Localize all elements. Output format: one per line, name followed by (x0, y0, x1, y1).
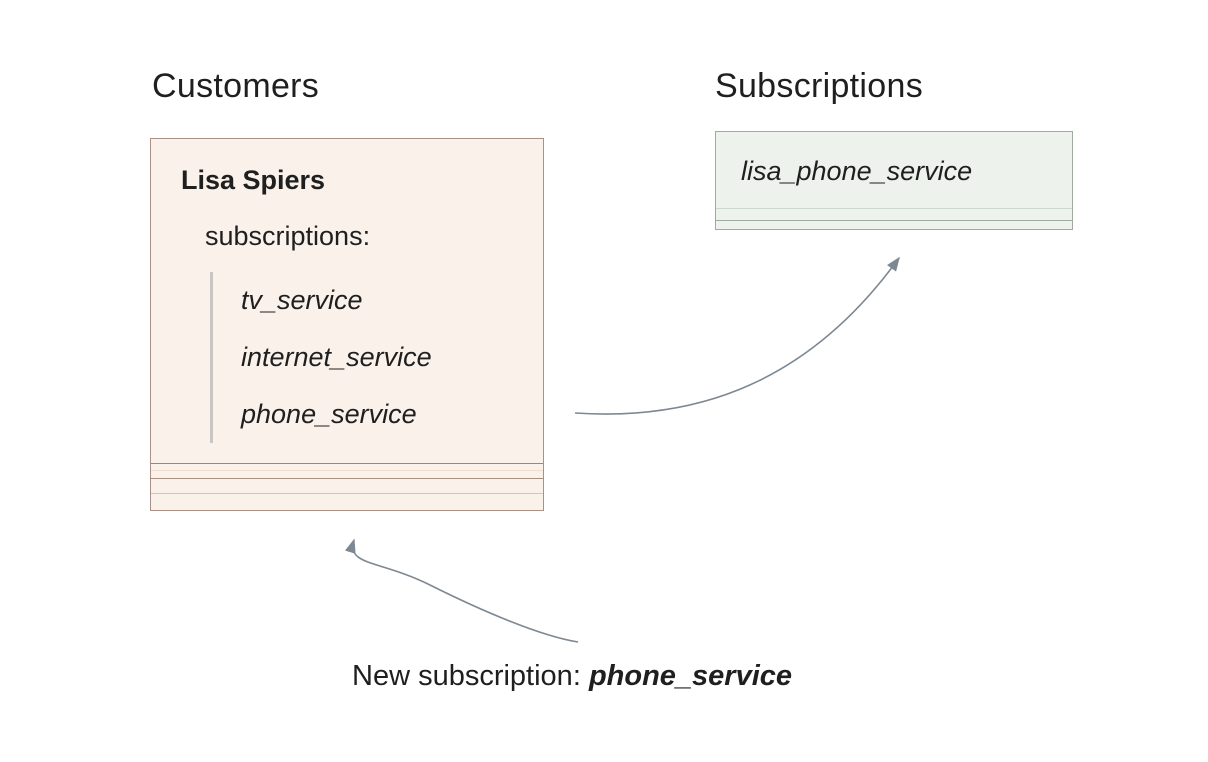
customers-heading: Customers (152, 67, 320, 105)
customer-to-subscription-arrow (574, 256, 900, 415)
new-subscription-caption: New subscription: phone_service (352, 660, 792, 693)
row-divider (151, 493, 543, 494)
list-item: tv_service (241, 285, 363, 315)
row-divider (716, 220, 1072, 221)
subscription-card: lisa_phone_service (715, 131, 1073, 230)
row-divider (151, 478, 543, 479)
list-item: internet_service (241, 342, 432, 372)
caption-value: phone_service (588, 660, 793, 692)
caption-prefix: New subscription: (352, 660, 589, 692)
subscription-name: lisa_phone_service (741, 156, 973, 186)
row-divider (151, 470, 543, 471)
row-divider (151, 463, 543, 464)
customer-subscription-list: tv_service internet_service phone_servic… (210, 272, 432, 443)
list-item: phone_service (241, 399, 417, 429)
new-subscription-arrow (344, 538, 579, 643)
row-divider (716, 208, 1072, 209)
subscriptions-label: subscriptions: (205, 221, 371, 251)
customer-card: Lisa Spiers subscriptions: tv_service in… (150, 138, 544, 511)
subscriptions-heading: Subscriptions (715, 67, 923, 105)
customer-name: Lisa Spiers (181, 165, 326, 195)
